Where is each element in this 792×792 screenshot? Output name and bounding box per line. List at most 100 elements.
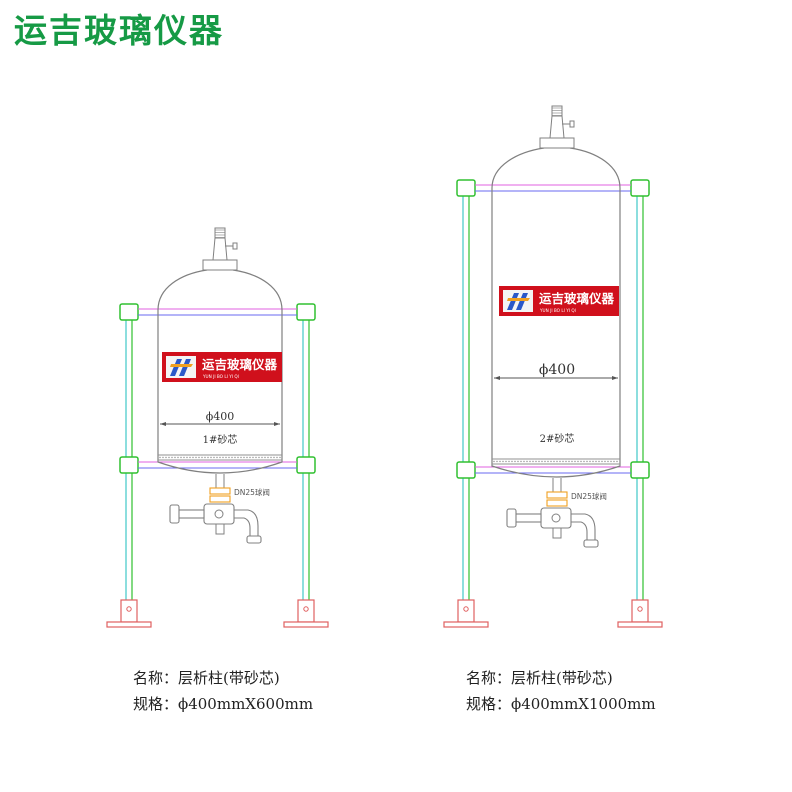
frit-pore <box>222 456 224 459</box>
tap-spout <box>234 509 259 536</box>
foot-plate-right <box>617 621 663 628</box>
frit-pore <box>186 456 188 459</box>
frit-pore <box>559 460 561 463</box>
frit-pore <box>565 460 567 463</box>
frit-label: 2#砂芯 <box>540 432 575 445</box>
logo-stroke-blue-2 <box>179 359 191 376</box>
frit-pore <box>580 460 582 463</box>
frit-pore <box>550 460 552 463</box>
frit-pore <box>162 456 164 459</box>
column-label-title: 运吉玻璃仪器 <box>539 291 615 306</box>
frit-pore <box>264 456 266 459</box>
frit-pore <box>258 456 260 459</box>
frit-pore <box>505 460 507 463</box>
outlet-flange-upper <box>546 491 568 499</box>
frit-pore <box>261 456 263 459</box>
frame-clamp-left-top <box>119 303 139 321</box>
frit-pore <box>252 456 254 459</box>
brand-title: 运吉玻璃仪器 <box>14 11 224 50</box>
logo-stroke-blue-1 <box>507 293 519 310</box>
frit-pore <box>586 460 588 463</box>
frit-pore <box>517 460 519 463</box>
frit-pore <box>532 460 534 463</box>
outlet-stem <box>552 478 562 492</box>
frit-pore <box>213 456 215 459</box>
frit-pore <box>502 460 504 463</box>
frit-pore <box>520 460 522 463</box>
column-label-subtitle: YUN JI BO LI YI QI <box>202 374 239 379</box>
frit-pore <box>571 460 573 463</box>
tap-nozzle <box>246 535 262 544</box>
top-stopper <box>551 105 563 117</box>
frit-pore <box>192 456 194 459</box>
name-line-2: 名称：层析柱(带砂芯) <box>466 669 613 687</box>
valve-handle-grip <box>169 504 180 524</box>
foot-plate-right <box>283 621 329 628</box>
name-line-1: 名称：层析柱(带砂芯) <box>133 669 280 687</box>
valve-handle-arm <box>177 509 205 519</box>
vessel-body <box>491 147 621 478</box>
frit-pore <box>195 456 197 459</box>
frit-pore <box>592 460 594 463</box>
outlet-flange-lower <box>209 495 231 503</box>
valve-note: DN25球阀 <box>234 487 270 497</box>
frit-pore <box>604 460 606 463</box>
tap-spout <box>571 513 596 540</box>
frit-pore <box>159 456 161 459</box>
frit-pore <box>165 456 167 459</box>
column-label-title: 运吉玻璃仪器 <box>202 357 278 372</box>
frit-pore <box>249 456 251 459</box>
frit-pore <box>216 456 218 459</box>
frit-pore <box>276 456 278 459</box>
frit-pore <box>508 460 510 463</box>
frit-pore <box>535 460 537 463</box>
logo-stroke-orange <box>170 364 193 367</box>
frit-pore <box>556 460 558 463</box>
outlet-flange-lower <box>546 499 568 507</box>
frit-pore <box>270 456 272 459</box>
frit-pore <box>219 456 221 459</box>
frit-pore <box>523 460 525 463</box>
frit-pore <box>574 460 576 463</box>
frit-pore <box>529 460 531 463</box>
frit-pore <box>231 456 233 459</box>
frit-label: 1#砂芯 <box>203 433 238 446</box>
frit-pore <box>595 460 597 463</box>
frit-pore <box>544 460 546 463</box>
frame-clamp-right-top <box>296 303 316 321</box>
frit-pore <box>493 460 495 463</box>
frit-pore <box>210 456 212 459</box>
frit-pore <box>171 456 173 459</box>
diameter-arrow-left <box>494 376 500 380</box>
frit-pore <box>607 460 609 463</box>
frit-pore <box>601 460 603 463</box>
frit-pore <box>255 456 257 459</box>
frit-pore <box>174 456 176 459</box>
frit-pore <box>553 460 555 463</box>
logo-stroke-blue-2 <box>516 293 528 310</box>
frit-pore <box>246 456 248 459</box>
outlet-flange-upper <box>209 487 231 495</box>
frit-pore <box>273 456 275 459</box>
frame-clamp-left-top <box>456 179 476 197</box>
frit-pore <box>240 456 242 459</box>
frit-pore <box>201 456 203 459</box>
frit-pore <box>526 460 528 463</box>
foot-plate-left <box>443 621 489 628</box>
frit-pore <box>514 460 516 463</box>
frit-pore <box>198 456 200 459</box>
top-flange <box>539 137 575 149</box>
column-label-subtitle: YUN JI BO LI YI QI <box>539 308 576 313</box>
foot-plate-left <box>106 621 152 628</box>
frit-pore <box>598 460 600 463</box>
foot-bolt-right <box>637 606 643 612</box>
frame-clamp-right-top <box>630 179 650 197</box>
top-stopper <box>214 227 226 239</box>
logo-stroke-orange <box>507 298 530 301</box>
frame-clamp-right-bottom <box>296 456 316 474</box>
valve-lower-nut <box>552 527 562 539</box>
diameter-arrow-right <box>612 376 618 380</box>
frit-pore <box>243 456 245 459</box>
ball-valve-ball <box>551 513 561 523</box>
